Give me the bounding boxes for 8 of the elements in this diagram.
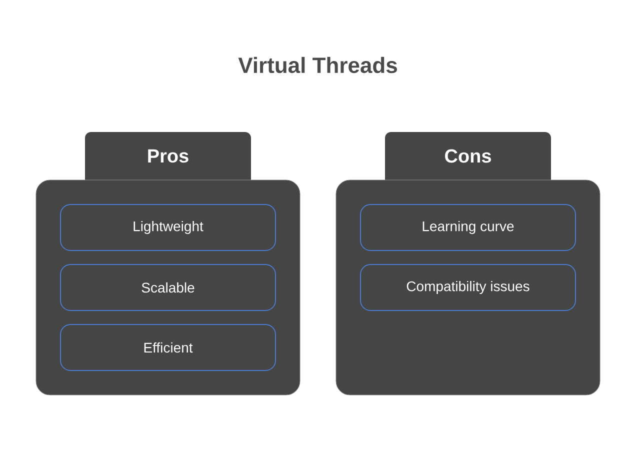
title: Virtual Threads [238, 56, 397, 74]
item-box: Scalable [60, 264, 276, 311]
node-label: Cons [445, 149, 491, 163]
item-box: Learning curve [360, 204, 576, 251]
node-label: Pros [148, 149, 188, 163]
item-box: Efficient [60, 324, 276, 371]
item-box: Lightweight [60, 204, 276, 251]
item-box: Compatibility issues [360, 264, 576, 311]
